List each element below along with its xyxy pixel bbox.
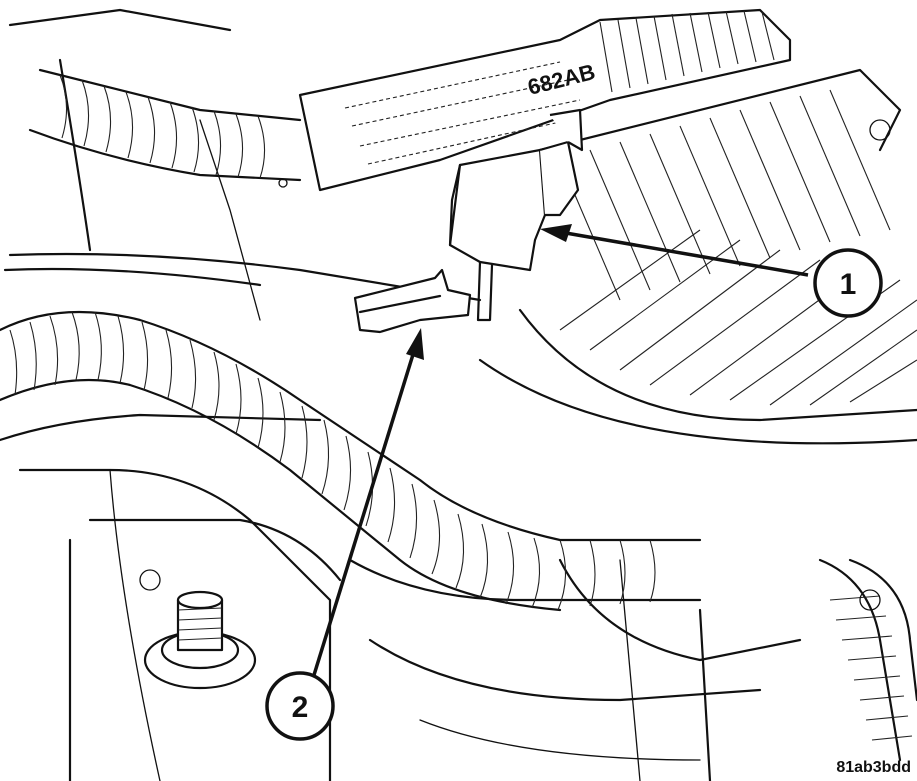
mounting-stud (139, 569, 257, 690)
electrical-connector (448, 108, 584, 322)
leader-arrows (312, 224, 809, 676)
wire-loom-upper (28, 68, 302, 188)
leader-line-1 (559, 230, 809, 277)
fan-shroud (478, 68, 917, 445)
figure-id: 81ab3bdd (836, 759, 911, 776)
callout-1-circle (813, 248, 883, 318)
callout-1-number: 1 (840, 268, 857, 301)
body-panels (0, 8, 802, 781)
retaining-clip (353, 268, 472, 334)
wire-loom-left (0, 310, 702, 612)
callout-1: 1 (813, 248, 883, 318)
wire-loom-right (818, 558, 917, 762)
callout-2-number: 2 (292, 691, 309, 724)
leader-line-2 (312, 347, 417, 676)
arrowhead-1 (540, 224, 572, 242)
harness-tape (298, 8, 792, 192)
arrowhead-2 (406, 328, 424, 360)
callout-2: 2 (265, 671, 335, 741)
callout-2-circle (265, 671, 335, 741)
